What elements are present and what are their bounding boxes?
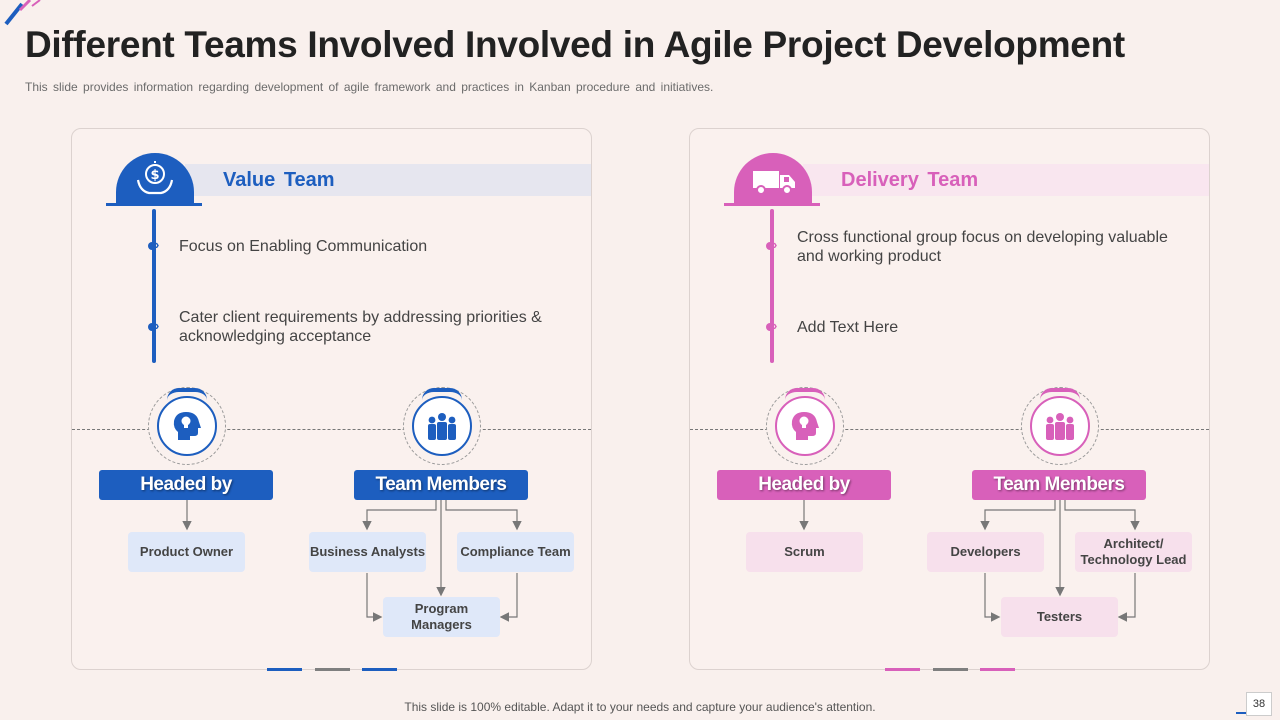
team-group-icon bbox=[428, 413, 456, 440]
slide-title: Different Teams Involved Involved in Agi… bbox=[25, 24, 1125, 65]
value-team-connectors bbox=[182, 500, 522, 622]
node-testers: Testers bbox=[1001, 597, 1118, 637]
value-team-bullet-1: Focus on Enabling Communication bbox=[179, 238, 428, 255]
value-team-panel: Value Team $ › Focus on Enabling Communi… bbox=[71, 128, 592, 671]
bullet-marker: › bbox=[148, 318, 162, 333]
page-indicator bbox=[980, 668, 1015, 671]
value-team-bullet-2: Cater client requirements by addressing … bbox=[179, 309, 542, 345]
head-lightbulb-icon bbox=[791, 412, 819, 440]
bullet-marker: › bbox=[766, 318, 780, 333]
headed-by-ring bbox=[766, 387, 844, 465]
truck-icon bbox=[753, 171, 795, 195]
value-team-members-label: Team Members bbox=[354, 470, 528, 500]
node-scrum: Scrum bbox=[746, 532, 863, 572]
delivery-team-connectors bbox=[799, 500, 1140, 622]
slide-subtitle: This slide provides information regardin… bbox=[25, 80, 714, 94]
page-indicator bbox=[315, 668, 350, 671]
delivery-team-bullet-1: Cross functional group focus on developi… bbox=[797, 229, 1168, 265]
node-product-owner: Product Owner bbox=[128, 532, 245, 572]
delivery-team-underline bbox=[724, 203, 820, 206]
ring-arc bbox=[167, 388, 207, 400]
dashed-divider bbox=[690, 429, 1209, 430]
value-team-timeline bbox=[152, 209, 156, 363]
page-indicator bbox=[933, 668, 968, 671]
node-compliance-team: Compliance Team bbox=[457, 532, 574, 572]
node-program-managers: Program Managers bbox=[383, 597, 500, 637]
delivery-team-members-label: Team Members bbox=[972, 470, 1146, 500]
page-indicator bbox=[267, 668, 302, 671]
value-team-underline bbox=[106, 203, 202, 206]
delivery-team-header-band bbox=[803, 164, 1209, 196]
node-business-analysts: Business Analysts bbox=[309, 532, 426, 572]
page-number: 38 bbox=[1246, 692, 1272, 716]
headed-by-ring bbox=[148, 387, 226, 465]
team-members-ring bbox=[1021, 387, 1099, 465]
svg-text:$: $ bbox=[150, 168, 159, 183]
footer-note: This slide is 100% editable. Adapt it to… bbox=[404, 700, 876, 714]
delivery-team-bullet-2: Add Text Here bbox=[797, 319, 899, 336]
money-hands-icon: $ bbox=[136, 161, 174, 195]
corner-decoration bbox=[4, 0, 41, 26]
ring-arc bbox=[422, 388, 462, 400]
value-team-header-band bbox=[185, 164, 591, 196]
head-lightbulb-icon bbox=[173, 412, 201, 440]
delivery-team-icon-badge bbox=[734, 153, 812, 203]
page-indicator bbox=[885, 668, 920, 671]
delivery-team-timeline bbox=[770, 209, 774, 363]
dashed-divider bbox=[72, 429, 591, 430]
team-group-icon bbox=[1046, 413, 1074, 440]
delivery-headed-by-label: Headed by bbox=[717, 470, 891, 500]
value-headed-by-label: Headed by bbox=[99, 470, 273, 500]
bullet-marker: › bbox=[148, 237, 162, 252]
node-architect-technology-lead: Architect/ Technology Lead bbox=[1075, 532, 1192, 572]
value-team-title: Value Team bbox=[223, 169, 335, 191]
page-indicator bbox=[362, 668, 397, 671]
ring-arc bbox=[785, 388, 825, 400]
ring-arc bbox=[1040, 388, 1080, 400]
delivery-team-title: Delivery Team bbox=[841, 169, 979, 191]
node-developers: Developers bbox=[927, 532, 1044, 572]
delivery-team-panel: Delivery Team › Cross functional group f… bbox=[689, 128, 1210, 671]
bullet-marker: › bbox=[766, 237, 780, 252]
page-number-underline bbox=[1236, 712, 1248, 714]
